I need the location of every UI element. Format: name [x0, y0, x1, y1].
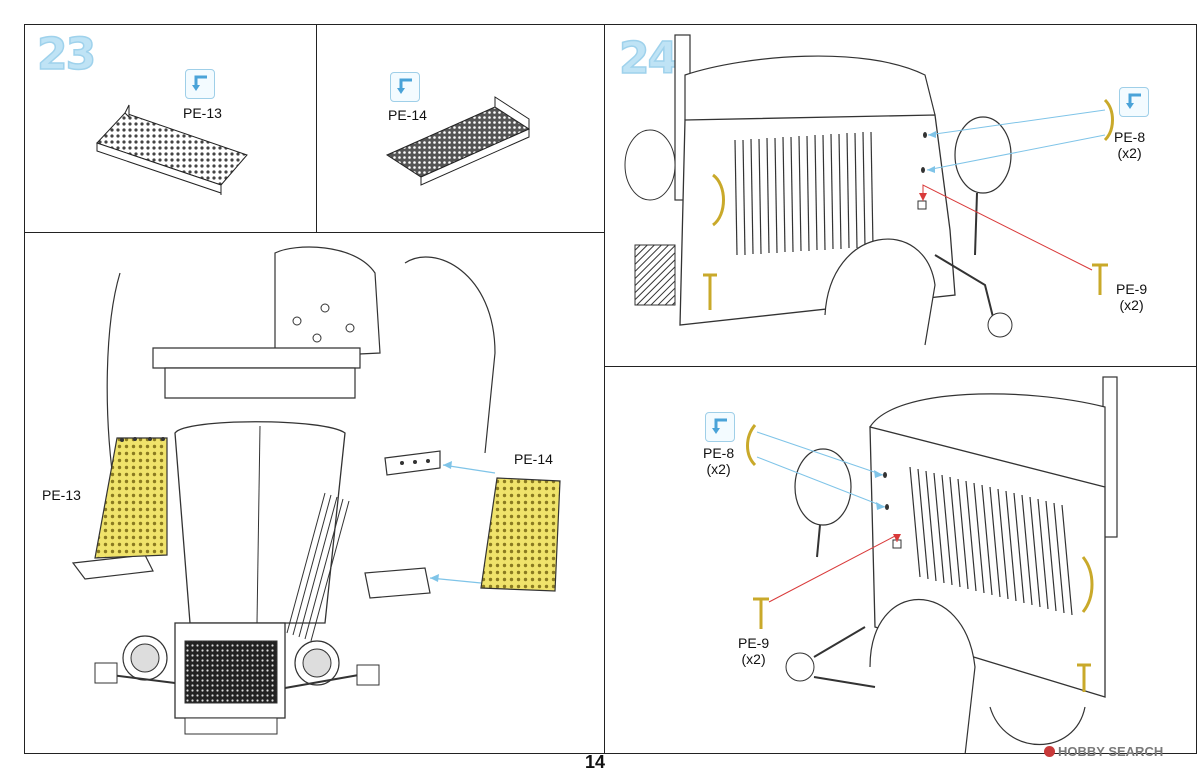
watermark-logo-icon	[1044, 746, 1055, 757]
step-number-23: 23	[36, 28, 97, 81]
label-pe13-main: PE-13	[42, 487, 81, 503]
photo-etch-icon	[705, 412, 735, 442]
photo-etch-icon	[185, 69, 215, 99]
pe13-plate-drawing	[96, 104, 248, 195]
panel-step23-pe13: 23 PE-13	[24, 24, 317, 233]
label-pe9-b-qty: (x2)	[741, 651, 766, 667]
panel-step23-pe14: PE-14	[316, 24, 605, 233]
label-pe9-a-qty: (x2)	[1119, 297, 1144, 313]
watermark: HOBBY SEARCH	[1044, 744, 1163, 759]
label-pe8-b: PE-8 (x2)	[703, 445, 734, 477]
panel-step24-left-side: 24	[604, 24, 1197, 367]
panel-step24-right-side: PE-8 (x2) PE-9 (x2)	[604, 366, 1197, 754]
label-pe9-a: PE-9 (x2)	[1116, 281, 1147, 313]
hood-right-side-drawing	[746, 376, 1118, 753]
pe14-plate-drawing	[385, 96, 531, 186]
tractor-front-drawing	[71, 246, 561, 735]
label-pe8-a-qty: (x2)	[1117, 145, 1142, 161]
label-pe8-a-name: PE-8	[1114, 129, 1146, 145]
label-pe8-b-qty: (x2)	[706, 461, 731, 477]
label-pe9-b: PE-9 (x2)	[738, 635, 769, 667]
label-pe14-main: PE-14	[514, 451, 553, 467]
watermark-text: HOBBY SEARCH	[1058, 744, 1164, 759]
label-pe9-b-name: PE-9	[738, 635, 770, 651]
step-number-24: 24	[618, 32, 679, 85]
photo-etch-icon	[390, 72, 420, 102]
guide-arrow	[429, 464, 496, 584]
label-pe13-top: PE-13	[183, 105, 222, 121]
label-pe8-a: PE-8 (x2)	[1114, 129, 1145, 161]
label-pe14-top: PE-14	[388, 107, 427, 123]
page-number: 14	[585, 752, 606, 772]
hood-left-side-drawing	[624, 34, 1114, 346]
panel-step23-assembly: PE-13 PE-14	[24, 232, 605, 754]
label-pe8-b-name: PE-8	[703, 445, 735, 461]
label-pe9-a-name: PE-9	[1116, 281, 1148, 297]
photo-etch-icon	[1119, 87, 1149, 117]
